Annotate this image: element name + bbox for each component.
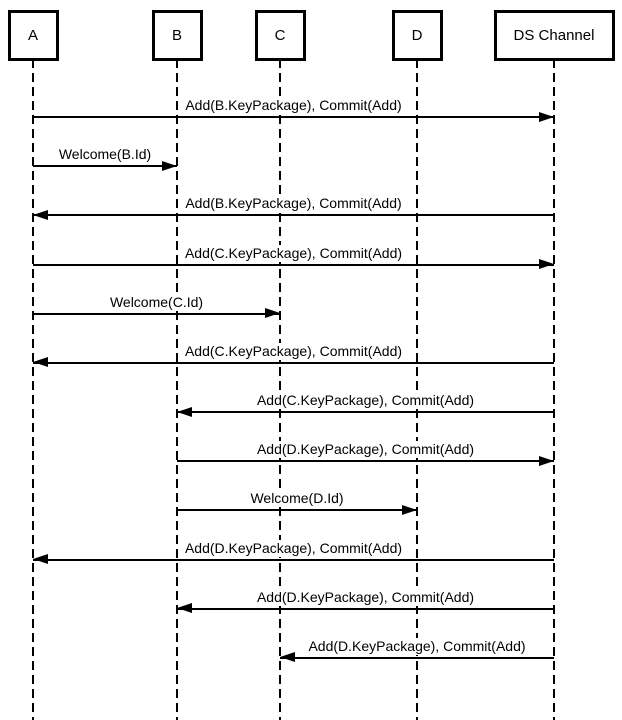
message-line-11	[177, 607, 554, 610]
message-arrowhead-12	[280, 652, 295, 663]
message-line-8	[177, 460, 554, 463]
message-arrowhead-4	[539, 259, 554, 270]
actor-box-c: C	[254, 10, 306, 61]
message-label-2: Welcome(B.Id)	[55, 146, 155, 164]
actor-label-c: C	[274, 27, 286, 44]
message-arrowhead-8	[539, 455, 554, 466]
message-label-8: Add(D.KeyPackage), Commit(Add)	[253, 441, 478, 459]
lifeline-ds	[553, 59, 555, 720]
message-arrowhead-7	[177, 406, 192, 417]
message-label-6: Add(C.KeyPackage), Commit(Add)	[181, 342, 406, 360]
message-arrowhead-9	[402, 504, 417, 515]
message-arrowhead-10	[33, 554, 48, 565]
message-label-5: Welcome(C.Id)	[106, 293, 207, 311]
message-line-9	[177, 509, 417, 512]
message-line-1	[33, 116, 554, 118]
message-label-4: Add(C.KeyPackage), Commit(Add)	[181, 244, 406, 262]
actor-label-a: A	[27, 27, 38, 44]
lifeline-c	[279, 59, 281, 720]
message-arrowhead-11	[177, 603, 192, 614]
message-arrowhead-1	[539, 111, 554, 122]
actor-label-b: B	[171, 27, 182, 44]
message-line-4	[33, 263, 554, 266]
message-label-7: Add(C.KeyPackage), Commit(Add)	[253, 392, 478, 410]
actor-box-b: B	[151, 10, 203, 61]
actor-label-d: D	[411, 27, 423, 44]
message-line-6	[33, 361, 554, 364]
message-arrowhead-3	[33, 209, 48, 220]
message-label-1: Add(B.KeyPackage), Commit(Add)	[182, 97, 405, 114]
message-line-7	[177, 411, 554, 414]
message-line-10	[33, 558, 554, 561]
message-label-12: Add(D.KeyPackage), Commit(Add)	[305, 637, 529, 655]
message-line-12	[280, 656, 554, 659]
message-line-2	[33, 165, 177, 168]
message-label-9: Welcome(D.Id)	[247, 490, 347, 508]
message-arrowhead-6	[33, 357, 48, 368]
message-label-3: Add(B.KeyPackage), Commit(Add)	[182, 195, 405, 213]
lifeline-b	[176, 59, 178, 720]
lifeline-a	[32, 59, 34, 720]
actor-box-d: D	[391, 10, 443, 61]
lifeline-d	[416, 59, 418, 720]
actor-box-ds: DS Channel	[493, 10, 615, 61]
message-line-5	[33, 312, 280, 315]
message-arrowhead-2	[162, 160, 177, 171]
actor-box-a: A	[7, 10, 59, 61]
actor-label-ds: DS Channel	[513, 27, 595, 44]
message-line-3	[33, 214, 554, 217]
message-label-11: Add(D.KeyPackage), Commit(Add)	[253, 588, 478, 606]
message-arrowhead-5	[265, 308, 280, 319]
message-label-10: Add(D.KeyPackage), Commit(Add)	[181, 539, 406, 557]
